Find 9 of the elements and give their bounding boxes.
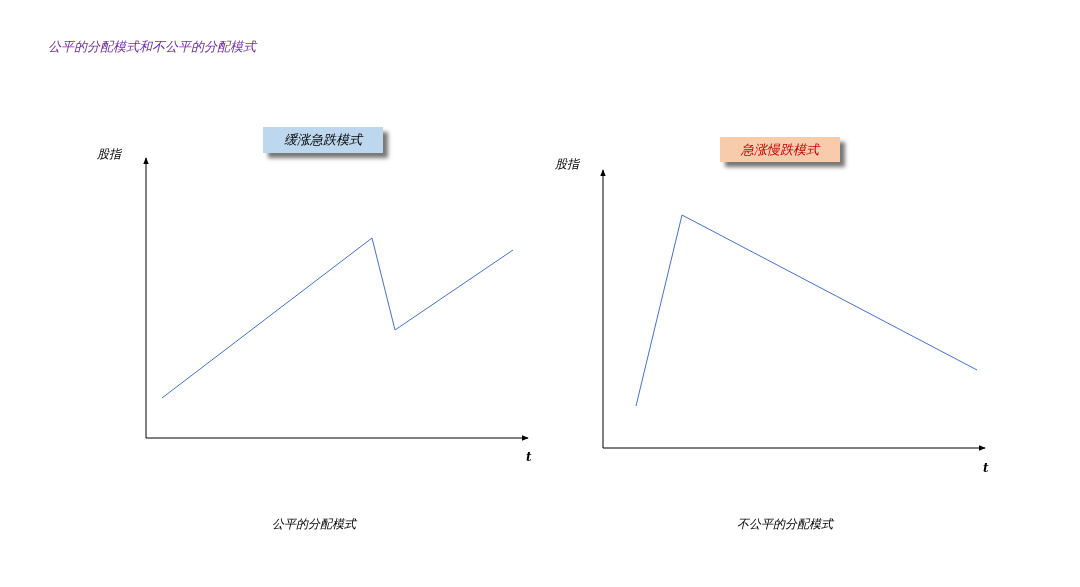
axis-label: t [526, 450, 532, 464]
axis-label: 股指 [97, 146, 121, 163]
chart-caption: 公平的分配模式 [272, 516, 356, 533]
mode-label-box: 缓涨急跌模式 [263, 127, 383, 153]
title: 公平的分配模式和不公平的分配模式 [48, 38, 256, 56]
mode-label-box: 急涨慢跌模式 [720, 137, 840, 162]
chart-caption: 不公平的分配模式 [737, 516, 833, 533]
axis-label: 股指 [555, 156, 579, 173]
axis-label: t [983, 461, 989, 475]
